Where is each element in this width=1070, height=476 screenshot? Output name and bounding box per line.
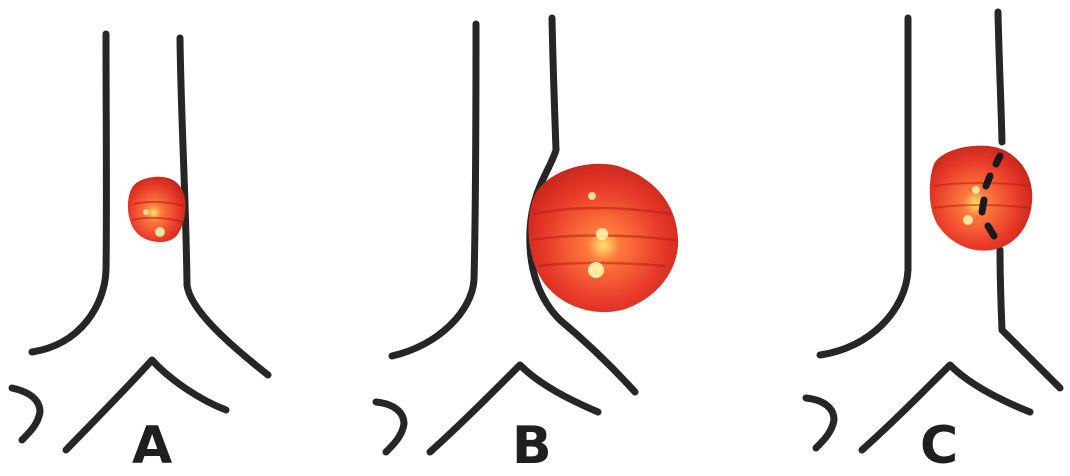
- vessel-right-wall: [180, 38, 268, 375]
- panel-label-c: C: [920, 420, 958, 472]
- panel-b-drawing: [360, 0, 710, 471]
- panel-label-a: A: [132, 420, 172, 472]
- panel-label-b: B: [512, 420, 552, 472]
- panel-a-drawing: [0, 0, 340, 471]
- mass-large: [528, 164, 678, 312]
- mass-small: [128, 177, 186, 242]
- vessel-left-wall: [32, 34, 106, 352]
- vessel-left-wall: [820, 18, 908, 355]
- vessel-right-wall-upper: [998, 12, 1002, 142]
- panel-a: A: [0, 0, 340, 471]
- vessel-left-wall: [392, 24, 476, 356]
- side-vessel-stub: [806, 398, 834, 448]
- panel-b: B: [360, 0, 710, 471]
- side-vessel-stub: [12, 388, 40, 440]
- panel-c-drawing: [720, 0, 1070, 471]
- mass-resected: [930, 146, 1033, 251]
- vessel-right-wall-lower: [1000, 250, 1060, 388]
- panel-c: C: [720, 0, 1070, 471]
- side-vessel-stub: [376, 402, 404, 452]
